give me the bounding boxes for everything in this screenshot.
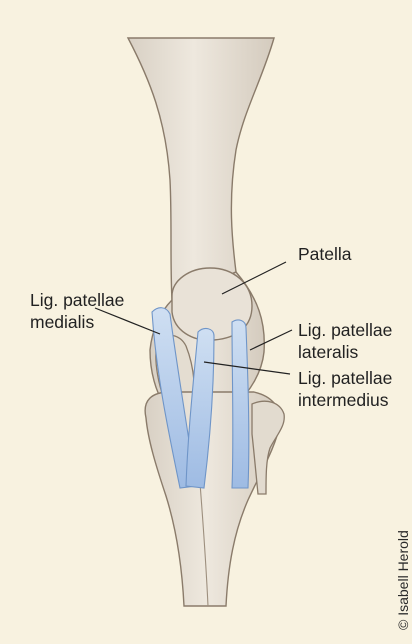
leader-medialis (95, 308, 160, 334)
label-lateralis-line1: Lig. patellae (298, 320, 392, 341)
label-lateralis-line2: lateralis (298, 342, 358, 363)
label-intermedius-line2: intermedius (298, 390, 388, 411)
fibula (252, 401, 284, 494)
copyright-notice: © Isabell Herold (395, 530, 411, 630)
label-patella: Patella (298, 244, 352, 265)
label-intermedius-line1: Lig. patellae (298, 368, 392, 389)
label-medialis-line2: medialis (30, 312, 94, 333)
label-medialis-line1: Lig. patellae (30, 290, 124, 311)
ligament-lateralis (232, 320, 249, 488)
femur (128, 38, 274, 300)
